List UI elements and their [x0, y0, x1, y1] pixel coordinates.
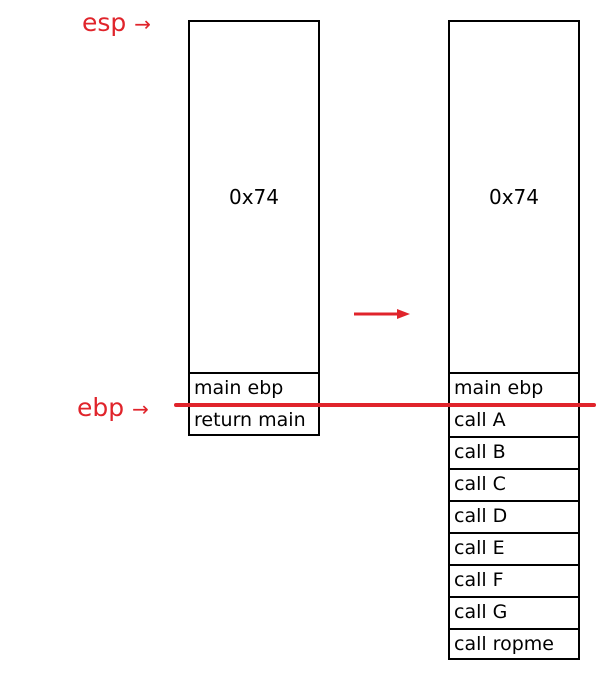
stack-cell: call D: [448, 500, 580, 532]
stack-frame-block: 0x74: [448, 20, 580, 372]
frame-value: 0x74: [488, 185, 539, 209]
stack-cell: call F: [448, 564, 580, 596]
ebp-arrow-icon: →: [132, 397, 149, 421]
ebp-label: ebp →: [77, 394, 149, 423]
esp-arrow-icon: →: [134, 12, 151, 36]
ebp-text: ebp: [77, 393, 125, 422]
stack-cell: main ebp: [448, 372, 580, 404]
stack-cell: call C: [448, 468, 580, 500]
esp-label: esp →: [82, 9, 151, 38]
stack-before: 0x74 main ebp return main: [188, 20, 320, 436]
stack-cell: call E: [448, 532, 580, 564]
stack-cells: main ebp call A call B call C call D cal…: [448, 372, 580, 660]
stack-cell: call ropme: [448, 628, 580, 660]
stack-cell: main ebp: [188, 372, 320, 404]
stack-after: 0x74 main ebp call A call B call C call …: [448, 20, 580, 660]
esp-text: esp: [82, 8, 127, 37]
stack-cell: call B: [448, 436, 580, 468]
stack-frame-block: 0x74: [188, 20, 320, 372]
transition-arrow-icon: [354, 309, 410, 319]
stack-cell: call G: [448, 596, 580, 628]
frame-value: 0x74: [228, 185, 279, 209]
